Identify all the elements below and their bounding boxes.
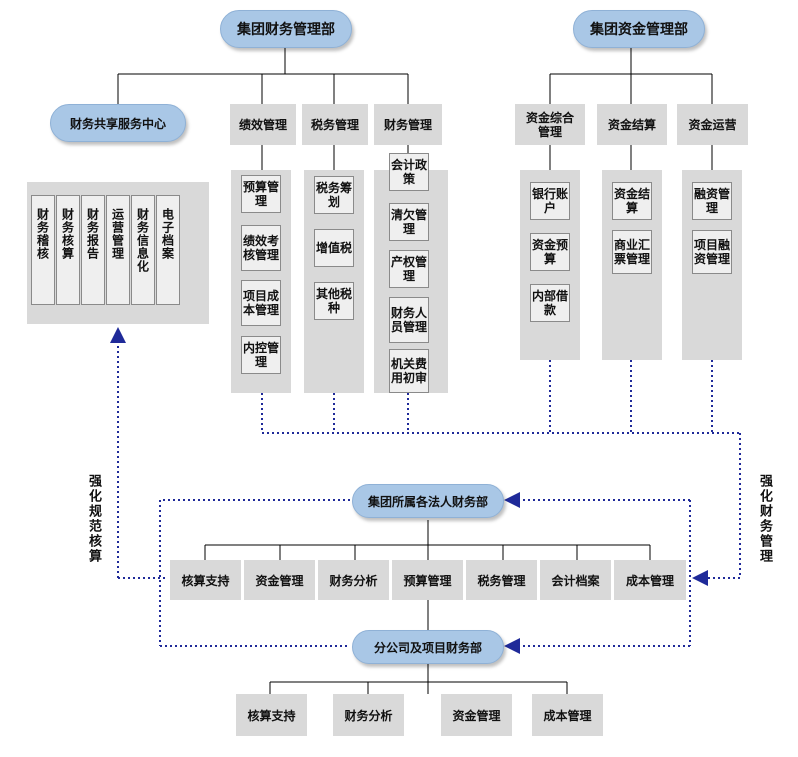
- col-header-label: 资金运营: [688, 117, 737, 132]
- item-label: 产权管理: [391, 255, 428, 283]
- item-vat: 增值税: [314, 229, 354, 267]
- col-header-tax: 税务管理: [302, 104, 368, 145]
- item-label: 增值税: [316, 241, 353, 255]
- treasury-dept-node: 集团资金管理部: [573, 10, 705, 48]
- shared-item-label: 运营管理: [110, 208, 125, 260]
- shared-service-label: 财务共享服务中心: [69, 116, 166, 131]
- shared-item-audit: 财务稽核: [31, 195, 55, 305]
- item-other-tax: 其他税种: [314, 282, 354, 320]
- item-expense-review: 机关费用初审: [389, 349, 429, 393]
- legal-item-label: 税务管理: [477, 573, 526, 588]
- treasury-dept-label: 集团资金管理部: [590, 22, 688, 38]
- branch-item-accounting: 核算支持: [236, 694, 307, 736]
- side-label-left: 强化规范核算: [86, 474, 101, 564]
- legal-item-tax: 税务管理: [466, 560, 537, 600]
- branch-item-analysis: 财务分析: [333, 694, 404, 736]
- shared-item-label: 电子档案: [160, 208, 175, 260]
- col-header-label: 财务管理: [383, 117, 432, 132]
- shared-item-accounting: 财务核算: [56, 195, 80, 305]
- branch-node: 分公司及项目财务部: [352, 630, 504, 664]
- item-label: 其他税种: [316, 287, 353, 315]
- legal-entity-label: 集团所属各法人财务部: [367, 494, 488, 509]
- legal-item-analysis: 财务分析: [318, 560, 389, 600]
- legal-item-label: 财务分析: [329, 573, 378, 588]
- side-label-right: 强化财务管理: [757, 474, 772, 564]
- item-label: 机关费用初审: [391, 357, 428, 385]
- col-header-performance: 绩效管理: [230, 104, 296, 145]
- col-header-finance: 财务管理: [374, 104, 442, 145]
- shared-item-label: 财务核算: [60, 208, 75, 260]
- item-label: 税务筹划: [316, 181, 353, 209]
- shared-item-it: 财务信息化: [131, 195, 155, 305]
- legal-item-budget: 预算管理: [392, 560, 463, 600]
- shared-item-label: 财务报告: [85, 208, 100, 260]
- branch-item-label: 成本管理: [543, 708, 592, 723]
- item-label: 内部借款: [532, 289, 569, 317]
- item-project-cost: 项目成本管理: [241, 280, 281, 326]
- legal-item-label: 资金管理: [255, 573, 304, 588]
- legal-item-fund: 资金管理: [244, 560, 315, 600]
- item-finance-staff: 财务人员管理: [389, 297, 429, 343]
- shared-item-operations: 运营管理: [106, 195, 130, 305]
- item-bank-account: 银行账户: [530, 182, 570, 220]
- branch-item-label: 核算支持: [247, 708, 296, 723]
- item-label: 项目成本管理: [243, 289, 280, 317]
- col-header-label: 税务管理: [310, 117, 359, 132]
- shared-item-report: 财务报告: [81, 195, 105, 305]
- legal-item-archive: 会计档案: [540, 560, 611, 600]
- item-accounting-policy: 会计政策: [389, 153, 429, 191]
- item-label: 银行账户: [532, 187, 569, 215]
- col-header-operation: 资金运营: [677, 104, 748, 145]
- col-header-settlement: 资金结算: [597, 104, 667, 145]
- legal-item-accounting: 核算支持: [170, 560, 241, 600]
- item-label: 绩效考核管理: [243, 234, 280, 262]
- item-fund-budget: 资金预算: [530, 233, 570, 271]
- item-project-financing: 项目融资管理: [692, 230, 732, 274]
- item-label: 会计政策: [391, 158, 428, 186]
- col-header-label: 资金综合管理: [525, 110, 574, 139]
- col-header-treasury-mgmt: 资金综合管理: [515, 104, 585, 145]
- legal-entity-node: 集团所属各法人财务部: [352, 484, 504, 518]
- shared-item-label: 财务信息化: [135, 208, 150, 273]
- col-header-label: 资金结算: [607, 117, 656, 132]
- item-label: 财务人员管理: [391, 306, 428, 334]
- item-tax-planning: 税务筹划: [314, 176, 354, 214]
- item-kpi: 绩效考核管理: [241, 225, 281, 271]
- item-label: 预算管理: [243, 180, 280, 208]
- item-fund-settlement: 资金结算: [612, 182, 652, 220]
- col-header-label: 绩效管理: [238, 117, 287, 132]
- branch-item-cost: 成本管理: [532, 694, 603, 736]
- legal-item-label: 预算管理: [403, 573, 452, 588]
- finance-dept-node: 集团财务管理部: [220, 10, 352, 48]
- finance-dept-label: 集团财务管理部: [237, 22, 335, 38]
- item-debt-clearing: 清欠管理: [389, 203, 429, 241]
- item-property-rights: 产权管理: [389, 250, 429, 288]
- item-label: 商业汇票管理: [614, 238, 651, 266]
- legal-item-label: 会计档案: [551, 573, 600, 588]
- legal-item-cost: 成本管理: [614, 560, 686, 600]
- shared-item-archive: 电子档案: [156, 195, 180, 305]
- item-label: 融资管理: [694, 187, 731, 215]
- item-label: 清欠管理: [391, 208, 428, 236]
- branch-item-fund: 资金管理: [441, 694, 512, 736]
- branch-item-label: 财务分析: [344, 708, 393, 723]
- item-internal-loan: 内部借款: [530, 284, 570, 322]
- item-label: 内控管理: [243, 341, 280, 369]
- item-commercial-bill: 商业汇票管理: [612, 230, 652, 274]
- legal-item-label: 核算支持: [181, 573, 230, 588]
- shared-item-label: 财务稽核: [35, 208, 50, 260]
- dotted-connectors: [110, 327, 741, 654]
- branch-label: 分公司及项目财务部: [373, 640, 482, 655]
- item-label: 项目融资管理: [694, 238, 731, 266]
- item-label: 资金预算: [532, 238, 569, 266]
- legal-item-label: 成本管理: [625, 573, 674, 588]
- shared-service-node: 财务共享服务中心: [50, 104, 186, 142]
- item-internal-control: 内控管理: [241, 336, 281, 374]
- item-label: 资金结算: [614, 187, 651, 215]
- item-budget: 预算管理: [241, 175, 281, 213]
- branch-item-label: 资金管理: [452, 708, 501, 723]
- item-financing: 融资管理: [692, 182, 732, 220]
